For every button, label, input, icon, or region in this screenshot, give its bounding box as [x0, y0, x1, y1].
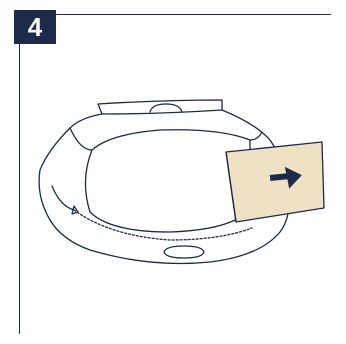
bag-handle-top — [150, 104, 182, 112]
bag-inner-fold-right — [250, 132, 262, 140]
bag-zipper — [74, 210, 252, 240]
card-shape — [226, 142, 324, 222]
bag-inner-fold — [70, 128, 92, 150]
bag-inner-pocket — [85, 130, 250, 232]
bag-side-seam — [52, 186, 74, 210]
bag-top-rim — [98, 100, 222, 114]
card-insert — [226, 142, 324, 222]
bag-handle-bottom — [164, 246, 204, 258]
